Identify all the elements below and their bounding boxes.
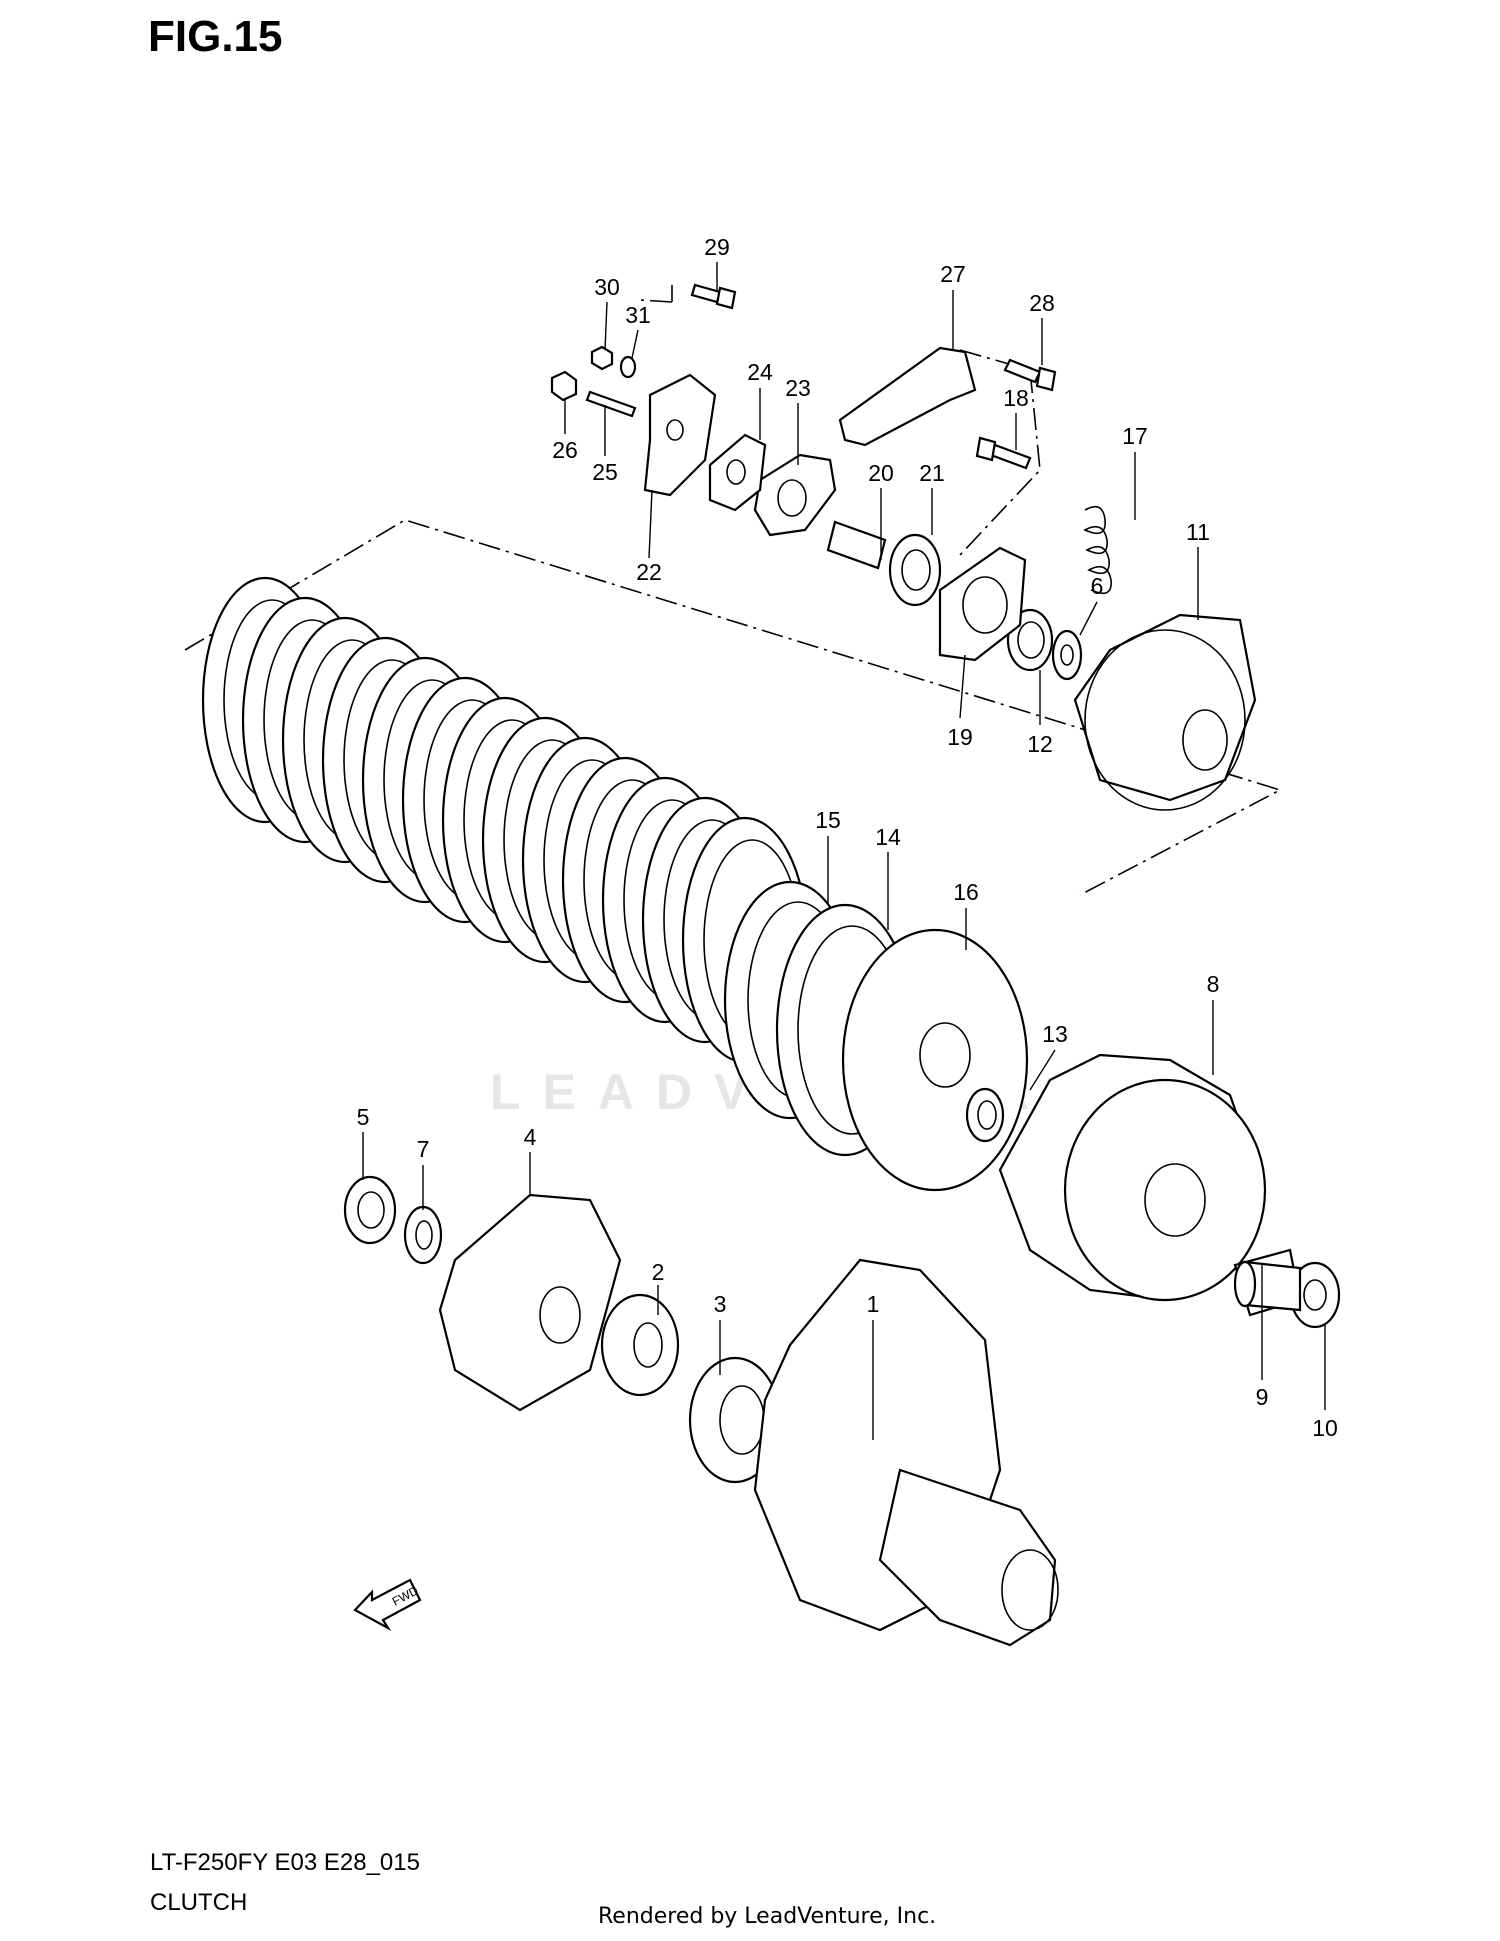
part-23-cam [753,453,837,537]
part-11-clutch-hub [1073,613,1257,811]
callout-21: 21 [919,460,945,486]
callout-19: 19 [947,724,973,750]
section-name: CLUTCH [150,1889,248,1916]
part-27-release-arm [838,346,977,447]
part-16-spring-plate [841,928,1029,1192]
part-20-release-pin [826,520,887,570]
callout-7: 7 [417,1136,430,1162]
part-26-nut [550,370,578,402]
part-2-bearing [600,1293,680,1397]
callout-16: 16 [953,879,979,905]
callout-9: 9 [1256,1384,1269,1410]
rendered-by-credit: Rendered by LeadVenture, Inc. [598,1904,937,1929]
callout-5: 5 [357,1104,370,1130]
callout-4: 4 [524,1124,537,1150]
callout-10: 10 [1312,1415,1338,1441]
part-19-release-plate [938,546,1027,662]
part-4-centrifugal-clutch [438,1193,622,1412]
callout-29: 29 [704,234,730,260]
part-13-washer [965,1087,1005,1143]
callout-2: 2 [652,1259,665,1285]
part-7-washer [403,1205,443,1265]
callout-28: 28 [1029,290,1055,316]
callout-31: 31 [625,302,651,328]
callout-6: 6 [1091,573,1104,599]
leader-lines [362,262,1326,1440]
callout-27: 27 [940,261,966,287]
callout-13: 13 [1042,1021,1068,1047]
part-5-seal [343,1175,397,1245]
callout-18: 18 [1003,385,1029,411]
callout-15: 15 [815,807,841,833]
clutch-plate-stack [201,576,809,1064]
part-28-bolt [1003,358,1057,392]
part-29-bolt [690,283,737,310]
part-22-bracket [643,373,717,497]
callout-22: 22 [636,559,662,585]
callout-3: 3 [714,1291,727,1317]
model-code: LT-F250FY E03 E28_015 [150,1849,420,1876]
part-9-gear-bushing [1233,1260,1302,1312]
part-1-primary-drum [753,1258,1059,1647]
plate-group-outline [184,519,1283,896]
callout-17: 17 [1122,423,1148,449]
part-24-gasket [708,433,767,512]
part-6-washer [1051,629,1083,681]
callout-11: 11 [1186,519,1210,545]
callout-26: 26 [552,437,578,463]
part-21-bearing [888,533,942,607]
part-31-washer [619,355,637,379]
part-17-spring [1083,505,1112,595]
callout-8: 8 [1207,971,1220,997]
callout-30: 30 [594,274,620,300]
callout-23: 23 [785,375,811,401]
callout-24: 24 [747,359,773,385]
part-18-bolt [975,436,1032,470]
callout-numbers: 1 2 3 4 5 6 7 8 9 10 11 12 13 14 15 16 1… [357,234,1338,1441]
part-30-nut [590,345,614,371]
callout-1: 1 [867,1291,880,1317]
callout-14: 14 [875,824,901,850]
callout-20: 20 [868,460,894,486]
forward-direction-arrow-icon: FWD [353,1578,422,1631]
callout-12: 12 [1027,731,1053,757]
release-assembly-outline [639,285,1041,556]
figure-title: FIG.15 [148,12,283,61]
part-25-stud [585,390,637,418]
callout-25: 25 [592,459,618,485]
